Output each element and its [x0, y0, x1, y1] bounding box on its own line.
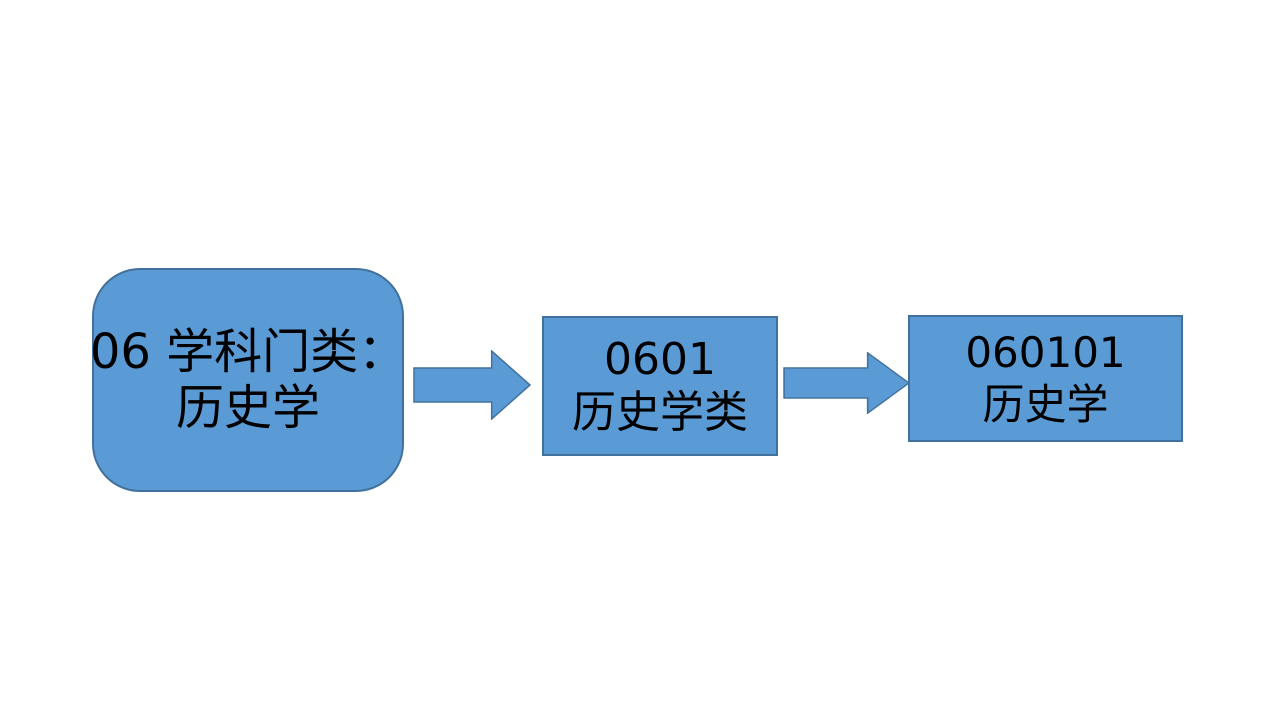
node-discipline-category-line1: 06 学科门类：: [89, 324, 407, 380]
node-discipline-category: 06 学科门类： 历史学: [89, 268, 407, 492]
node-discipline-class: 0601 历史学类: [542, 316, 778, 456]
right-arrow-icon: [783, 352, 910, 414]
node-discipline-category-line2: 历史学: [175, 380, 320, 436]
node-major-line2: 历史学: [982, 379, 1109, 429]
right-arrow-icon: [413, 350, 531, 420]
node-discipline-class-line2: 历史学类: [572, 387, 748, 438]
node-major: 060101 历史学: [908, 315, 1183, 442]
node-major-line1: 060101: [965, 327, 1126, 377]
node-discipline-class-line1: 0601: [604, 334, 716, 385]
